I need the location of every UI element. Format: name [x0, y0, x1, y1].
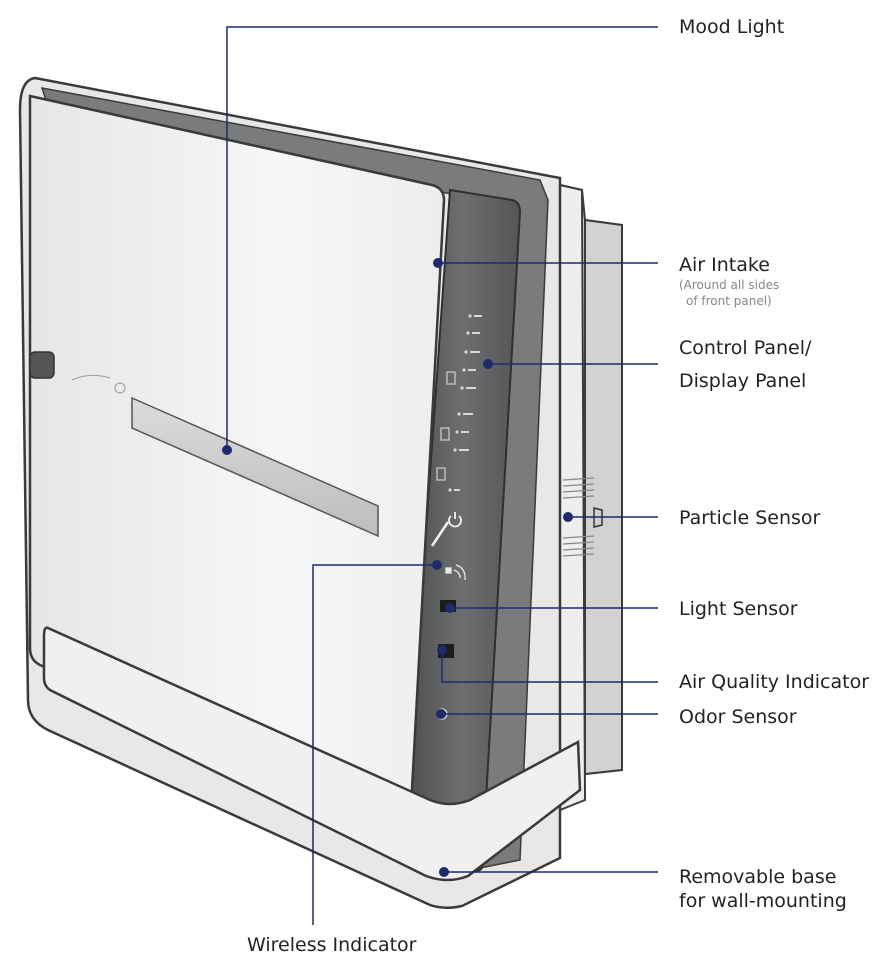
leader-mood-light [226, 26, 658, 450]
leader-air-quality-indicator [441, 650, 658, 683]
removable-base [42, 626, 582, 882]
label-light-sensor: Light Sensor [679, 598, 798, 620]
panel-indicators [448, 314, 482, 492]
label-odor-sensor: Odor Sensor [679, 706, 797, 728]
dot-odor-sensor [436, 709, 446, 719]
panel-buttons [436, 371, 456, 481]
dot-light-sensor [445, 603, 455, 613]
particle-sensor-vents [562, 477, 595, 557]
dot-removable-base [439, 867, 449, 877]
wireless-icon [445, 564, 466, 581]
label-removable-base-2: for wall-mounting [679, 890, 847, 912]
label-air-intake-note-1: (Around all sides [679, 278, 780, 292]
dot-control-panel [483, 359, 493, 369]
dot-air-quality-indicator [437, 645, 447, 655]
dot-particle-sensor [563, 512, 573, 522]
label-air-quality-indicator: Air Quality Indicator [679, 671, 870, 693]
power-icon [430, 512, 462, 547]
label-particle-sensor: Particle Sensor [679, 507, 821, 529]
label-control-panel-2: Display Panel [679, 370, 807, 392]
label-mood-light: Mood Light [679, 16, 785, 38]
dot-air-intake [433, 258, 443, 268]
label-air-intake: Air Intake [679, 254, 770, 276]
label-air-intake-note-2: of front panel) [686, 294, 772, 308]
dot-mood-light [222, 445, 232, 455]
leader-lines [222, 26, 658, 925]
side-handle [29, 351, 55, 379]
dot-wireless-indicator [432, 560, 442, 570]
mood-light-bar [131, 396, 379, 538]
leader-wireless-indicator [312, 564, 437, 925]
label-wireless-indicator: Wireless Indicator [247, 934, 417, 956]
label-control-panel-1: Control Panel/ [679, 337, 812, 359]
brand-marks [71, 374, 126, 394]
label-removable-base-1: Removable base [679, 866, 837, 888]
